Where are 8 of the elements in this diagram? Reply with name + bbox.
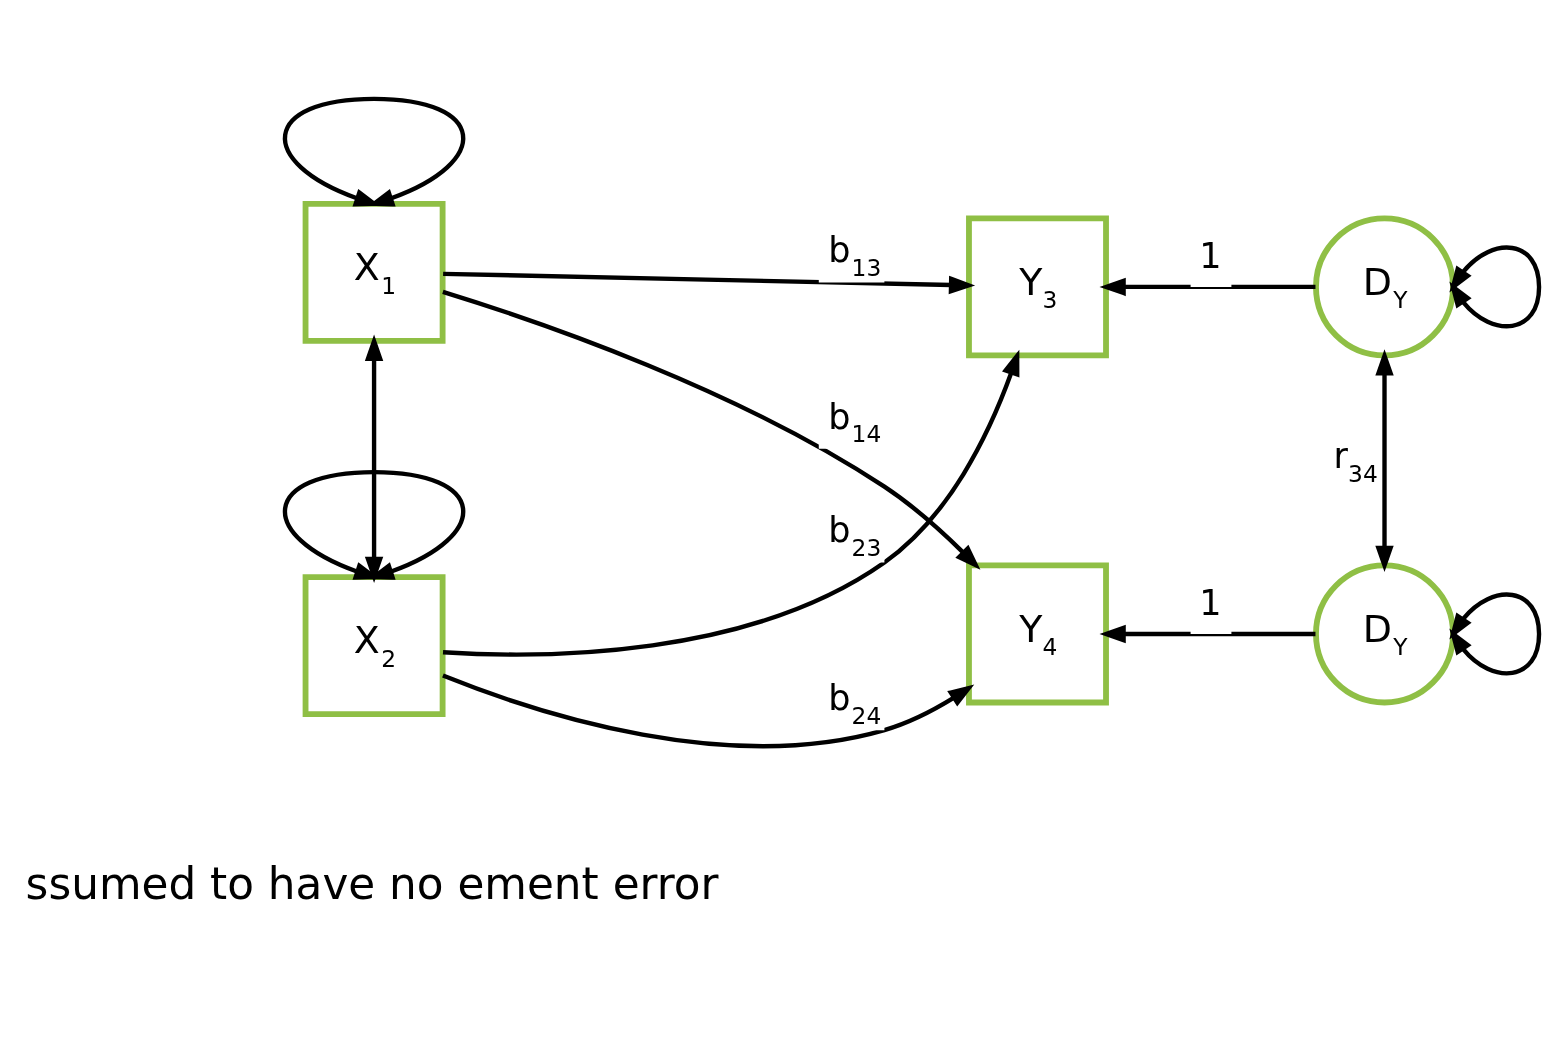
edge-label: 1 [1199, 582, 1222, 623]
edge-label: r$_{34}$ [1333, 435, 1378, 487]
edge-label: 1 [1199, 235, 1222, 276]
label: ssumed to have no ement error [25, 857, 719, 909]
edge-label: b$_{24}$ [828, 677, 882, 729]
edge-label: b$_{14}$ [828, 396, 882, 447]
edge-label: b$_{23}$ [828, 509, 882, 561]
edge-label: b$_{13}$ [828, 229, 882, 281]
